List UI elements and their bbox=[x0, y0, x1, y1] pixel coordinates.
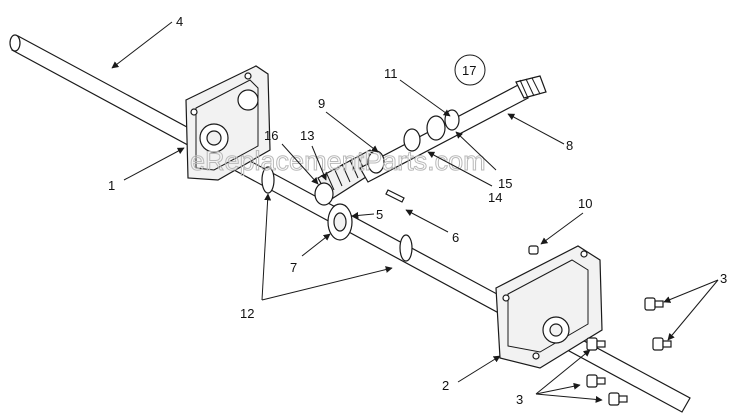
callout-8: 8 bbox=[566, 138, 573, 153]
callout-5: 5 bbox=[376, 207, 383, 222]
callout-9: 9 bbox=[318, 96, 325, 111]
upper-worm-shaft bbox=[359, 75, 547, 183]
callout-17-circle bbox=[454, 54, 486, 86]
bolts-3 bbox=[586, 297, 672, 406]
callout-labels: 4 1 2 3 3 5 6 7 8 9 10 11 12 13 14 15 16… bbox=[108, 14, 727, 407]
leader-lines bbox=[111, 21, 719, 403]
watermark: eReplacementParts.com bbox=[190, 146, 486, 176]
callout-6: 6 bbox=[452, 230, 459, 245]
callout-3-right: 3 bbox=[720, 271, 727, 286]
callout-1: 1 bbox=[108, 178, 115, 193]
callout-3-bottom: 3 bbox=[516, 392, 523, 407]
callout-16: 16 bbox=[264, 128, 278, 143]
left-gear-housing bbox=[185, 65, 271, 181]
callout-14: 14 bbox=[488, 190, 502, 205]
bolt-10 bbox=[528, 245, 539, 255]
callout-4: 4 bbox=[176, 14, 183, 29]
callout-11: 11 bbox=[384, 66, 398, 81]
right-gear-housing bbox=[495, 245, 603, 369]
callout-2: 2 bbox=[442, 378, 449, 393]
callout-10: 10 bbox=[578, 196, 592, 211]
pin bbox=[385, 189, 405, 203]
callout-17: 17 bbox=[462, 63, 476, 78]
callout-15: 15 bbox=[498, 176, 512, 191]
callout-13: 13 bbox=[300, 128, 314, 143]
callout-7: 7 bbox=[290, 260, 297, 275]
worm-gear-assembly bbox=[261, 149, 413, 262]
callout-12: 12 bbox=[240, 306, 254, 321]
